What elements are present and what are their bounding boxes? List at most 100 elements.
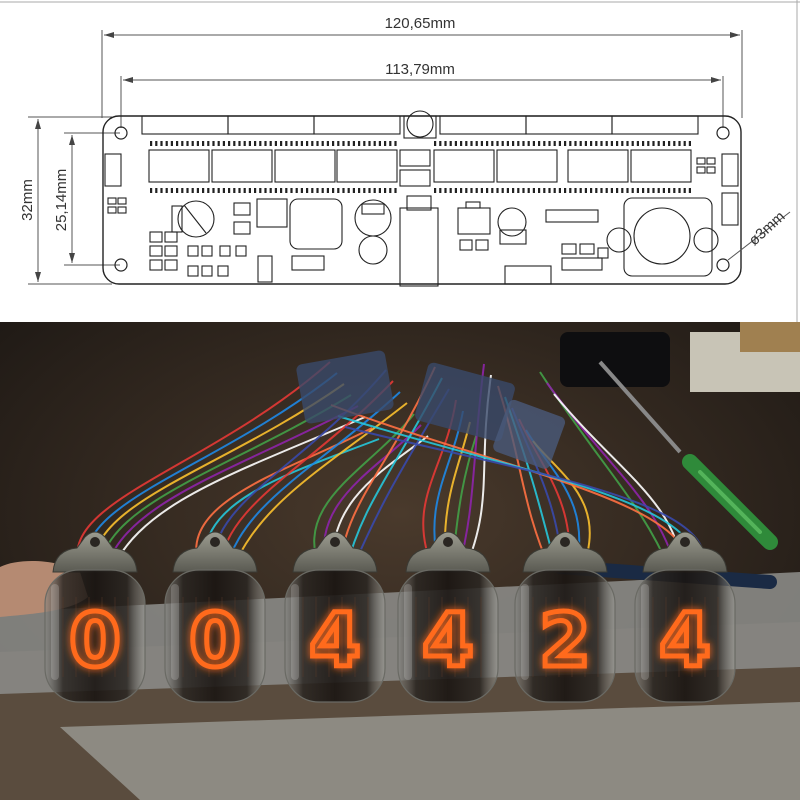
pin-tick (522, 188, 525, 193)
pin-tick (506, 188, 509, 193)
cap-hole (90, 537, 100, 547)
pin-tick (181, 188, 184, 193)
pin-tick (460, 141, 463, 146)
pin-tick (165, 188, 168, 193)
pin-tick (668, 188, 671, 193)
tube-glass (397, 569, 499, 703)
pin-tick (222, 188, 225, 193)
cap-hole (680, 537, 690, 547)
pin-tick (626, 188, 629, 193)
pin-tick (449, 188, 452, 193)
tube-cap (522, 531, 608, 573)
pin-tick (389, 188, 392, 193)
pin-tick (631, 188, 634, 193)
pin-tick (186, 188, 189, 193)
pin-tick (259, 141, 262, 146)
pin-tick (434, 141, 437, 146)
pin-tick (274, 188, 277, 193)
pin-tick (285, 188, 288, 193)
hole-spacing-label: 113,79mm (385, 61, 455, 78)
pin-tick (486, 188, 489, 193)
nixie-tube: 0 (44, 531, 146, 703)
pin-tick (647, 188, 650, 193)
glass-highlight (641, 584, 649, 680)
top-header-connectors (141, 110, 699, 139)
pin-tick (683, 141, 686, 146)
pin-tick (480, 141, 483, 146)
pin-tick (280, 188, 283, 193)
pin-tick (605, 188, 608, 193)
pin-tick (584, 188, 587, 193)
wire (539, 371, 672, 573)
pin-tick (657, 141, 660, 146)
pin-tick (668, 141, 671, 146)
pin-tick (243, 141, 246, 146)
pin-tick (269, 188, 272, 193)
pin-tick (444, 141, 447, 146)
tube-digit: 4 (659, 598, 711, 684)
pin-tick (512, 188, 515, 193)
glass-highlight (171, 584, 179, 680)
pin-tick (202, 141, 205, 146)
nixie-tube: 4 (284, 531, 386, 703)
cap-hole (330, 537, 340, 547)
pin-tick (191, 188, 194, 193)
pin-tick (543, 141, 546, 146)
pin-tick (274, 141, 277, 146)
glass-highlight (404, 584, 412, 680)
pin-tick (590, 141, 593, 146)
pin-tick (332, 188, 335, 193)
pin-tick (610, 188, 613, 193)
pin-tick (584, 141, 587, 146)
pin-tick (228, 141, 231, 146)
pin-tick (160, 141, 163, 146)
pin-tick (254, 141, 257, 146)
pin-tick (470, 141, 473, 146)
pin-tick (600, 188, 603, 193)
pin-tick (259, 188, 262, 193)
pin-tick (217, 141, 220, 146)
pin-tick (439, 141, 442, 146)
pin-tick (238, 141, 241, 146)
pin-tick-rows (150, 141, 691, 193)
pin-tick (434, 188, 437, 193)
pin-tick (389, 141, 392, 146)
pin-tick (248, 188, 251, 193)
pin-tick (394, 141, 397, 146)
pin-tick (600, 141, 603, 146)
pin-tick (347, 141, 350, 146)
tube-glass (514, 569, 616, 703)
pin-tick (621, 188, 624, 193)
glass-highlight (521, 584, 529, 680)
pin-tick (491, 188, 494, 193)
pin-tick (678, 188, 681, 193)
pin-tick (228, 188, 231, 193)
pin-tick (222, 141, 225, 146)
pin-tick (532, 141, 535, 146)
pin-tick (517, 188, 520, 193)
pin-tick (264, 188, 267, 193)
tube-digit: 4 (422, 598, 474, 684)
pin-tick (233, 188, 236, 193)
pin-tick (652, 188, 655, 193)
background-frame (740, 322, 800, 352)
tube-cap (292, 531, 378, 573)
pin-tick (683, 188, 686, 193)
mounting-hole (114, 258, 128, 272)
pin-tick (652, 141, 655, 146)
hole-diameter-label: ø3mm (746, 208, 789, 249)
pin-tick (363, 188, 366, 193)
pin-tick (176, 141, 179, 146)
pin-tick (337, 141, 340, 146)
pin-tick (358, 141, 361, 146)
pin-tick (207, 141, 210, 146)
small-pcbs (296, 350, 566, 469)
pin-tick (150, 188, 153, 193)
pin-tick (579, 188, 582, 193)
pin-tick (595, 188, 598, 193)
pin-tick (564, 141, 567, 146)
tube-cap (642, 531, 728, 573)
pin-tick (326, 188, 329, 193)
pin-tick (384, 141, 387, 146)
nixie-tube: 0 (164, 531, 266, 703)
